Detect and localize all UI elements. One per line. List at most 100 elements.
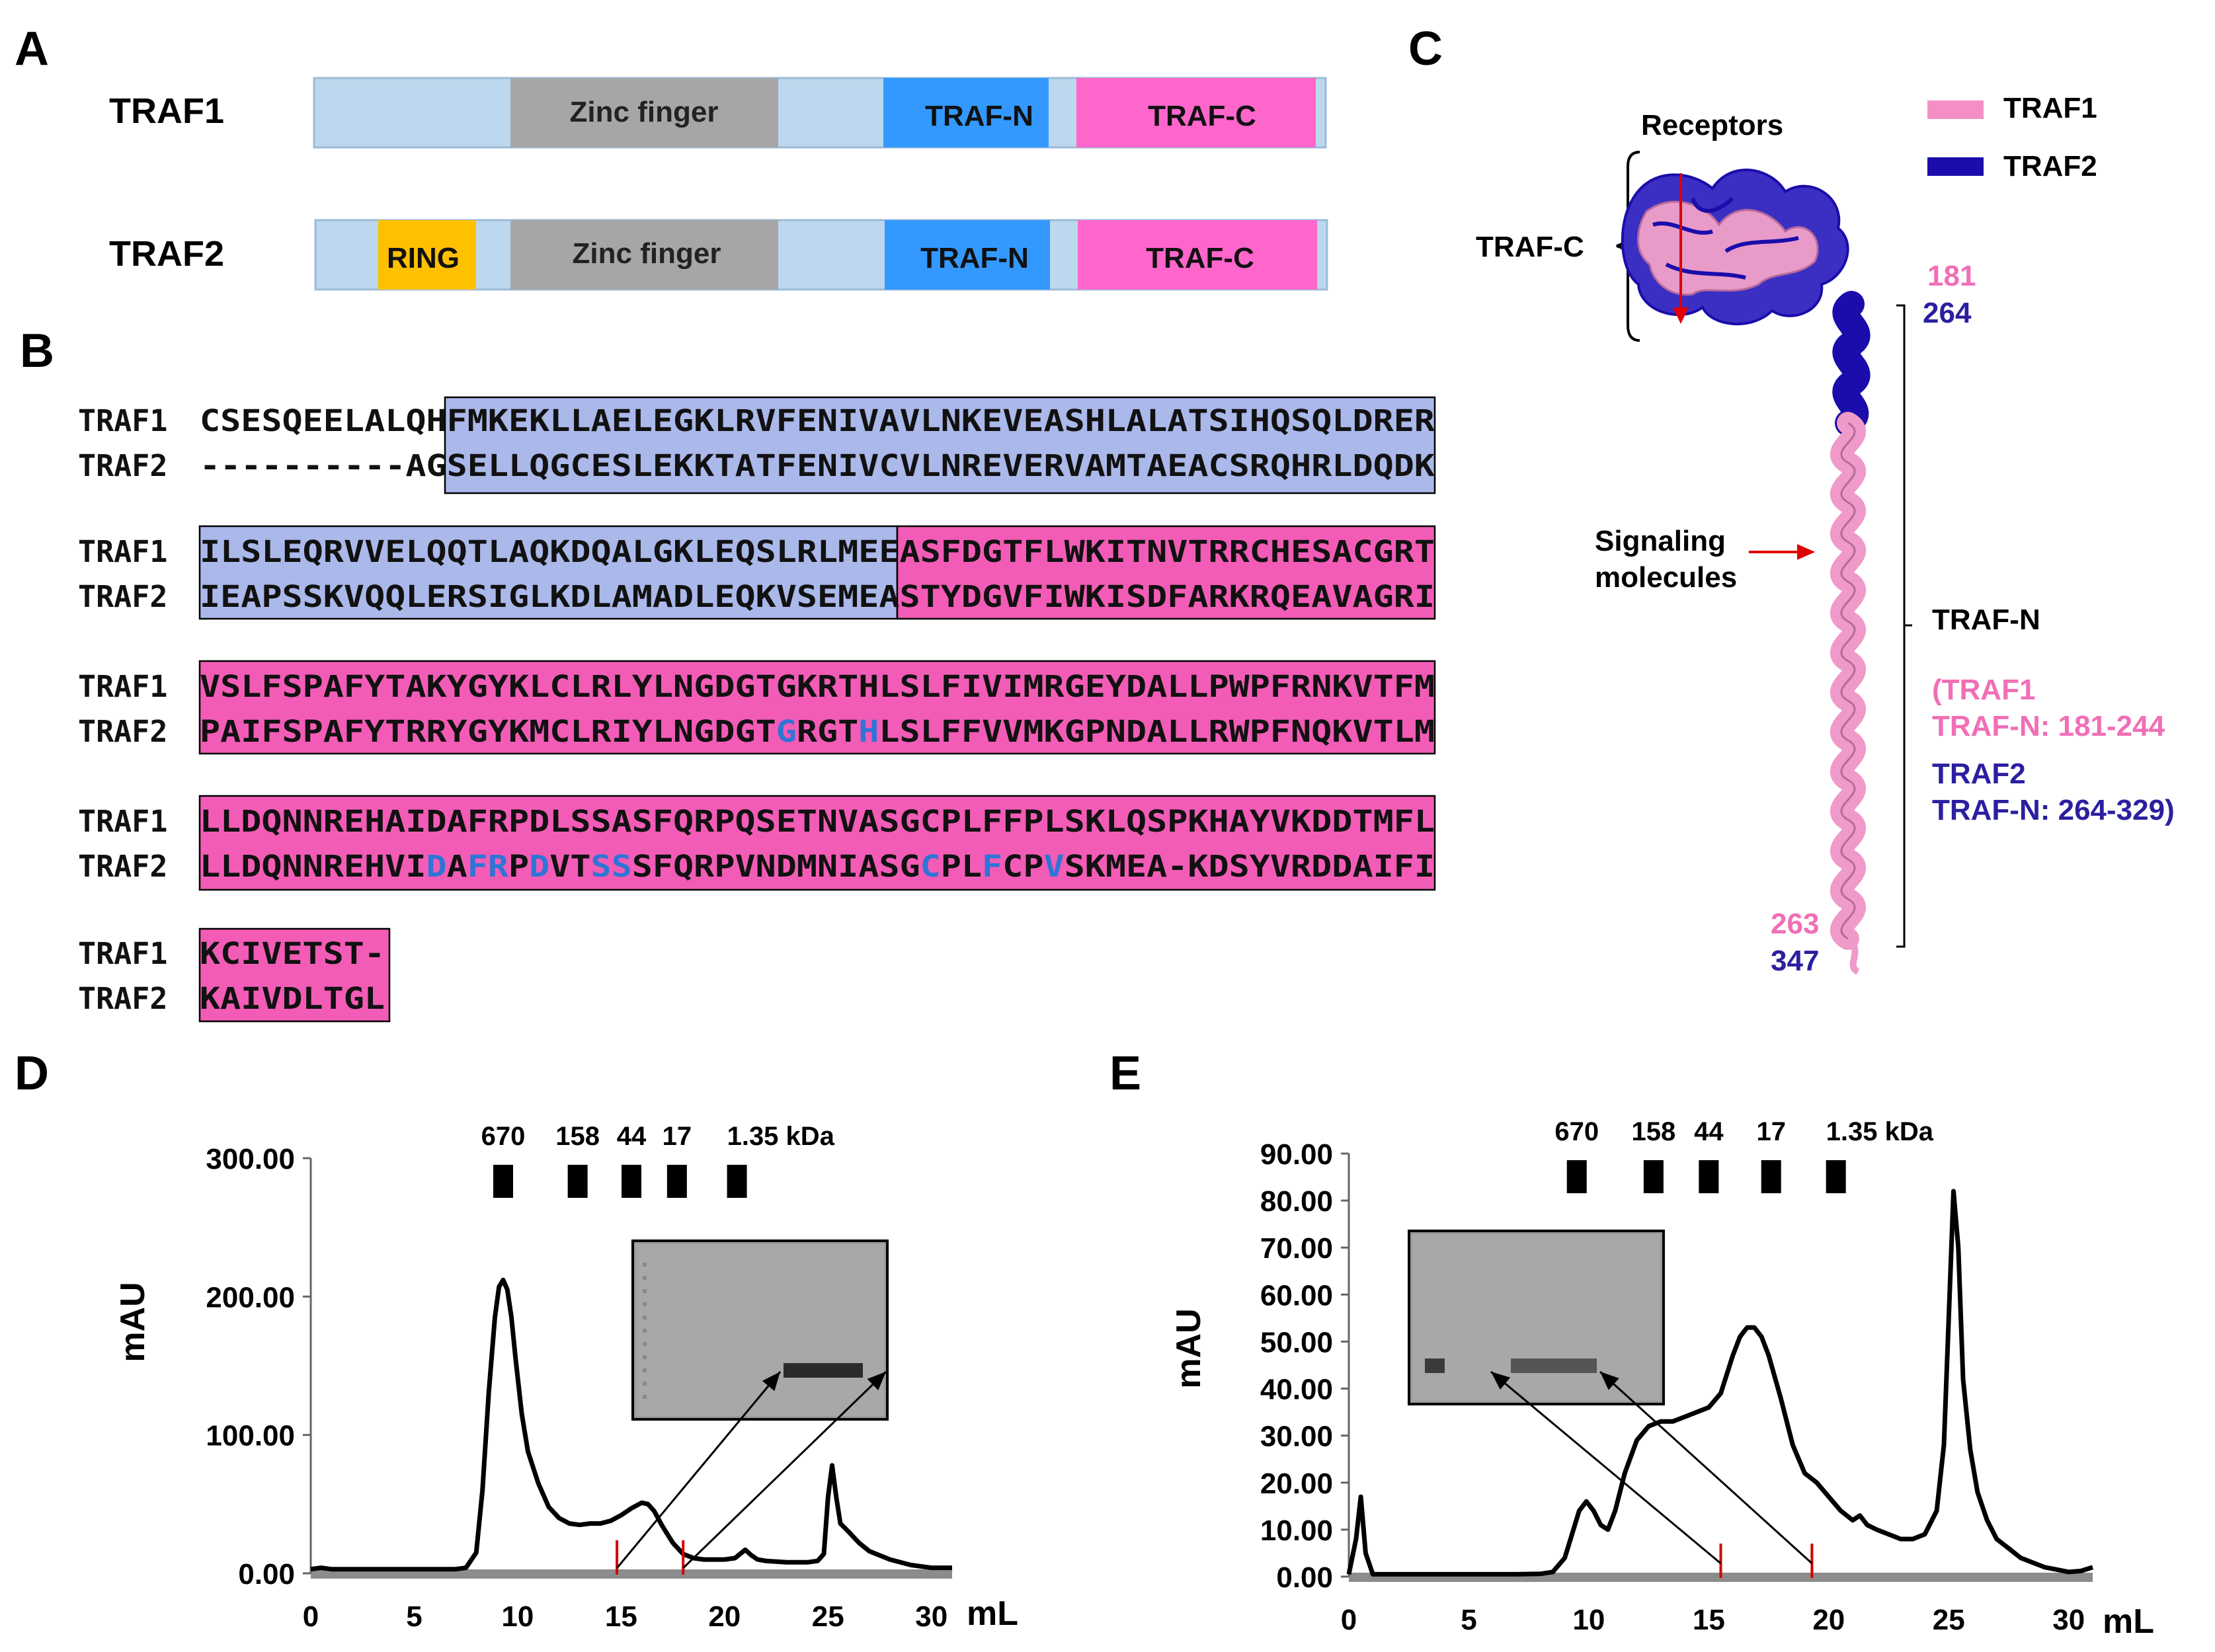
y-tick-label: 50.00 — [1260, 1326, 1333, 1358]
panel-a-label: A — [15, 22, 49, 75]
x-tick-label: 5 — [1461, 1604, 1476, 1636]
alignment-row-name: TRAF1 — [78, 804, 167, 839]
panel-d-label: D — [15, 1047, 49, 1100]
e-y-axis-label: mAU — [1170, 1308, 1208, 1388]
x-tick-label: 5 — [406, 1600, 422, 1633]
e-gel-band-ladder — [1425, 1358, 1445, 1373]
e-x-unit: mL — [2103, 1602, 2154, 1641]
x-tick-label: 30 — [2052, 1604, 2085, 1636]
range-traf2-line1: TRAF2 — [1932, 758, 2026, 790]
panel-b: B TRAF1 CSESQEELALQHFMKEKLLAELEGKLRVFENI… — [20, 325, 1436, 1023]
traf-n-bracket — [1896, 304, 1912, 948]
range-traf2-line2: TRAF-N: 264-329) — [1932, 794, 2175, 826]
alignment-seq-traf2: PAIFSPAFYTRRYGYKMCLRIYLNGDGTGRGTHLSLFFVV… — [200, 714, 1435, 749]
calibration-marker-label: 670 — [1554, 1117, 1599, 1146]
e-gel-inset — [1408, 1230, 1665, 1405]
alignment-row-name: TRAF2 — [78, 714, 167, 749]
traf2-domain-traf-n — [885, 220, 1050, 290]
y-tick-label: 60.00 — [1260, 1279, 1333, 1312]
traf-n-helix-tail — [1845, 936, 1860, 975]
alignment-box-traf-n-2 — [198, 525, 899, 620]
d-y-axis-label: mAU — [114, 1282, 152, 1362]
gel-arrowhead — [867, 1372, 886, 1391]
panel-a: A TRAF1 Zinc finger TRAF-N TRAF-C TRAF2 … — [15, 22, 1328, 291]
x-tick-label: 0 — [1341, 1604, 1357, 1636]
y-tick-label: 10.00 — [1260, 1514, 1333, 1547]
x-tick-label: 30 — [915, 1600, 947, 1633]
alignment-seq-traf2: KAIVDLTGL — [200, 981, 385, 1016]
alignment-row-name: TRAF2 — [78, 981, 167, 1016]
d-plot — [310, 1277, 952, 1575]
range-traf1-line2: TRAF-N: 181-244 — [1932, 710, 2165, 742]
e-plot — [1346, 1189, 2094, 1578]
traf1-domain-traf-n — [883, 78, 1049, 147]
alignment-box-traf-c-2 — [896, 525, 1436, 620]
x-tick-label: 25 — [1933, 1604, 1965, 1636]
calibration-marker-label: 1.35 kDa — [727, 1122, 835, 1151]
y-tick-label: 300.00 — [206, 1143, 295, 1175]
y-tick-label: 0.00 — [238, 1558, 295, 1591]
x-tick-label: 20 — [708, 1600, 741, 1633]
calibration-marker-label: 44 — [617, 1122, 647, 1151]
panel-e-label: E — [1109, 1047, 1141, 1100]
alignment-row-name: TRAF2 — [78, 849, 167, 884]
x-axis-bar — [311, 1569, 952, 1579]
x-tick-label: 0 — [303, 1600, 319, 1633]
alignment-seq-traf2: LLDQNNREHVIDAFRPDVTSSSFQRPVNDMNIASGCPLFC… — [200, 849, 1435, 884]
alignment-row-name: TRAF2 — [78, 448, 167, 483]
alignment-row-name: TRAF1 — [78, 669, 167, 704]
alignment-seq-traf1: VSLFSPAFYTAKYGYKLCLRLYLNGDGTGKRTHLSLFIVI… — [200, 669, 1435, 704]
alignment-seq-traf1: ILSLEQRVVELQQTLAQKDQALGKLEQSLRLMEEASFDGT… — [200, 534, 1435, 569]
signaling-arrowhead — [1797, 544, 1815, 560]
y-tick-label: 80.00 — [1260, 1185, 1333, 1218]
alignment-row-name: TRAF1 — [78, 936, 167, 971]
alignment-box-traf-c-4 — [198, 795, 1436, 891]
traf-n-helix-outline — [1840, 422, 1856, 940]
alignment-seq-traf1: KCIVETST- — [200, 936, 385, 971]
alignment-row-name: TRAF1 — [78, 403, 167, 438]
traf2-traf-n-label: TRAF-N — [920, 242, 1029, 274]
traf1-name: TRAF1 — [109, 91, 224, 131]
alignment-row-name: TRAF1 — [78, 534, 167, 569]
x-tick-label: 20 — [1812, 1604, 1845, 1636]
traf2-helix-start — [1832, 291, 1871, 436]
calibration-marker — [567, 1165, 588, 1198]
legend-swatch-traf1 — [1927, 100, 1984, 119]
residue-263: 263 — [1771, 908, 1819, 940]
absorbance-trace — [310, 1277, 952, 1572]
calibration-marker — [622, 1165, 641, 1198]
traf1-traf-n-label: TRAF-N — [925, 100, 1033, 132]
traf-c-structure — [1621, 169, 1849, 325]
calibration-marker-label: 17 — [1756, 1117, 1786, 1146]
y-tick-label: 200.00 — [206, 1281, 295, 1314]
alignment-seq-traf1: LLDQNNREHAIDAFRPDLSSASFQRPQSETNVASGCPLFF… — [200, 804, 1435, 839]
calibration-marker-label: 670 — [481, 1122, 526, 1151]
alignment-box-traf-c-3 — [198, 660, 1436, 755]
residue-347: 347 — [1771, 945, 1819, 977]
traf2-ring-label: RING — [387, 242, 460, 274]
receptors-arrowhead — [1673, 307, 1689, 324]
calibration-marker — [1761, 1160, 1781, 1193]
gel-arrow — [616, 1371, 782, 1569]
calibration-marker — [493, 1165, 513, 1198]
calibration-marker-label: 1.35 kDa — [1826, 1117, 1934, 1146]
traf2-domain-zinc-finger — [510, 220, 778, 290]
traf2-name: TRAF2 — [109, 234, 224, 274]
gel-arrow — [1599, 1370, 1813, 1565]
d-x-unit: mL — [967, 1594, 1018, 1633]
y-tick-label: 90.00 — [1260, 1138, 1333, 1171]
traf1-traf-c-label: TRAF-C — [1148, 100, 1256, 132]
panel-c: C TRAF1 TRAF2 Receptors TRAF-C 181 264 2… — [1408, 22, 2175, 977]
gel-arrowhead — [762, 1372, 780, 1392]
calibration-marker-label: 158 — [1632, 1117, 1676, 1146]
alignment-box-traf-c-5 — [198, 927, 391, 1023]
calibration-marker-label: 17 — [663, 1122, 692, 1151]
y-tick-label: 20.00 — [1260, 1468, 1333, 1500]
y-tick-label: 100.00 — [206, 1420, 295, 1452]
residue-264: 264 — [1923, 297, 1972, 329]
calibration-marker-label: 44 — [1694, 1117, 1724, 1146]
